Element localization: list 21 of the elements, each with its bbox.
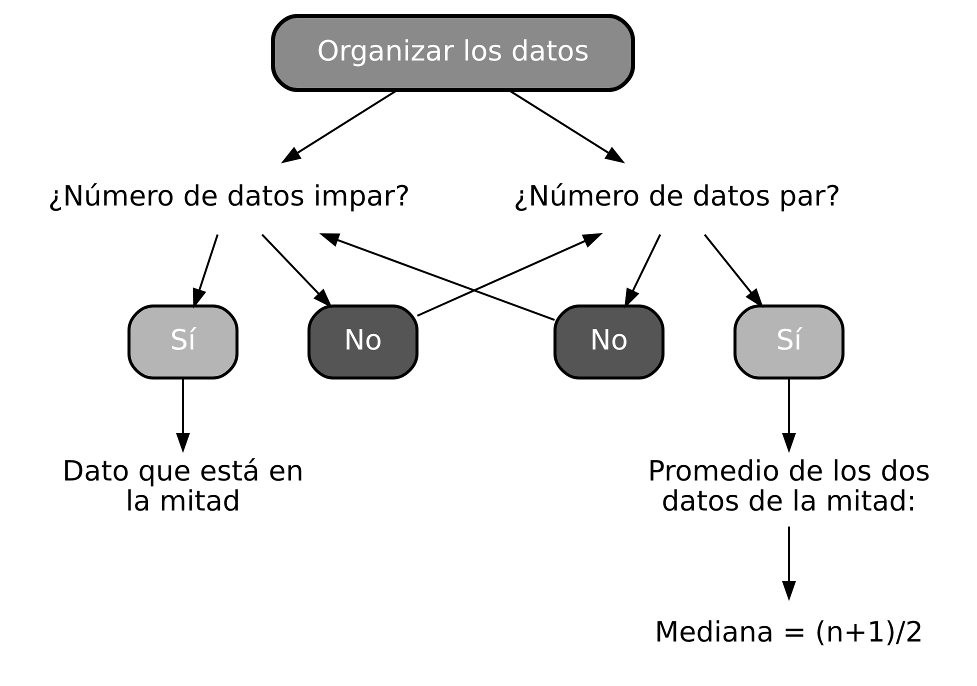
arrow xyxy=(192,234,218,309)
node-box: No xyxy=(553,304,664,380)
node-box: No xyxy=(307,304,418,380)
arrow xyxy=(176,378,190,453)
arrow xyxy=(260,234,332,308)
node-text: Dato que está en la mitad xyxy=(62,454,304,518)
arrow xyxy=(280,89,398,164)
node-text: Promedio de los dos datos de la mitad: xyxy=(647,454,930,518)
node-box: Sí xyxy=(127,304,238,380)
arrow xyxy=(416,233,602,317)
node-text: ¿Número de datos impar? xyxy=(48,179,410,212)
node-box: Sí xyxy=(733,304,844,380)
arrow xyxy=(703,234,764,308)
arrow xyxy=(624,234,661,309)
node-text: ¿Número de datos par? xyxy=(513,179,840,212)
arrow xyxy=(782,378,796,453)
arrow xyxy=(508,89,625,164)
node-text: Mediana = (n+1)/2 xyxy=(654,615,923,648)
arrow xyxy=(782,526,796,602)
node-box: Organizar los datos xyxy=(270,14,634,92)
arrow xyxy=(318,233,554,321)
